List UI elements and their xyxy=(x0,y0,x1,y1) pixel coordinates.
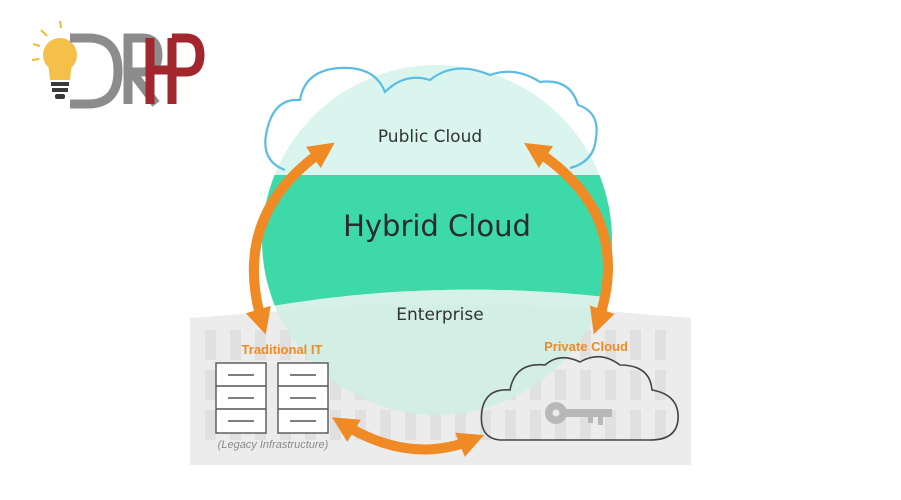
building-window xyxy=(455,410,466,440)
building-window xyxy=(230,330,241,360)
building-window xyxy=(605,330,616,360)
building-window xyxy=(655,330,666,360)
building-window xyxy=(530,370,541,400)
private-cloud-label: Private Cloud xyxy=(544,339,628,354)
building-window xyxy=(380,410,391,440)
lightbulb-icon xyxy=(31,20,77,99)
building-window xyxy=(330,370,341,400)
building-window xyxy=(255,330,266,360)
building-window xyxy=(630,370,641,400)
public-cloud-outline-icon xyxy=(264,66,598,172)
logo-letter-p xyxy=(172,33,205,77)
building-window xyxy=(605,370,616,400)
building-window xyxy=(630,330,641,360)
building-window xyxy=(605,410,616,440)
building-window xyxy=(580,330,591,360)
building-window xyxy=(630,410,641,440)
enterprise-label: Enterprise xyxy=(396,305,483,325)
building-window xyxy=(580,410,591,440)
traditional-it-label: Traditional IT xyxy=(242,342,323,357)
building-window xyxy=(555,410,566,440)
building-window xyxy=(530,410,541,440)
building-window xyxy=(405,410,416,440)
building-window xyxy=(205,410,216,440)
legacy-infrastructure-label: (Legacy Infrastructure) xyxy=(218,439,329,451)
hybrid-cloud-label: Hybrid Cloud xyxy=(343,209,531,243)
logo xyxy=(31,20,205,109)
server-rack-icon xyxy=(215,362,329,434)
building-window xyxy=(505,410,516,440)
building-window xyxy=(205,330,216,360)
public-cloud-label: Public Cloud xyxy=(378,127,482,147)
building-window xyxy=(655,370,666,400)
logo-letter-h xyxy=(145,38,177,104)
building-window xyxy=(480,410,491,440)
double-arrow-icon xyxy=(245,142,615,457)
building-window xyxy=(280,330,291,360)
building-window xyxy=(655,410,666,440)
building-window xyxy=(555,370,566,400)
private-cloud-outline-icon xyxy=(480,355,679,441)
logo-letter-d xyxy=(70,33,123,109)
key-icon xyxy=(545,402,612,425)
building-window xyxy=(580,370,591,400)
building-window xyxy=(205,370,216,400)
